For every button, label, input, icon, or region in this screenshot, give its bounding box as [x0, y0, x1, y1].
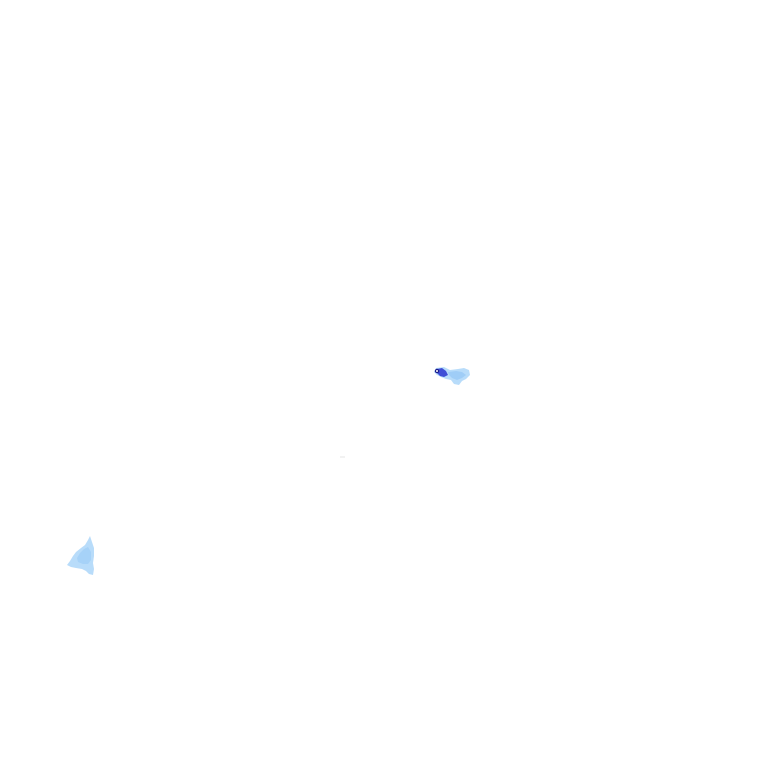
- precip-cell-east: [434, 367, 470, 385]
- precip-cell-east-mid: [448, 371, 466, 380]
- precip-cell-southwest-mid: [77, 547, 91, 564]
- precip-cell-east-core: [437, 368, 448, 377]
- precip-cell-southwest: [67, 536, 94, 575]
- precip-cell-east-hotspot-inner: [436, 370, 438, 372]
